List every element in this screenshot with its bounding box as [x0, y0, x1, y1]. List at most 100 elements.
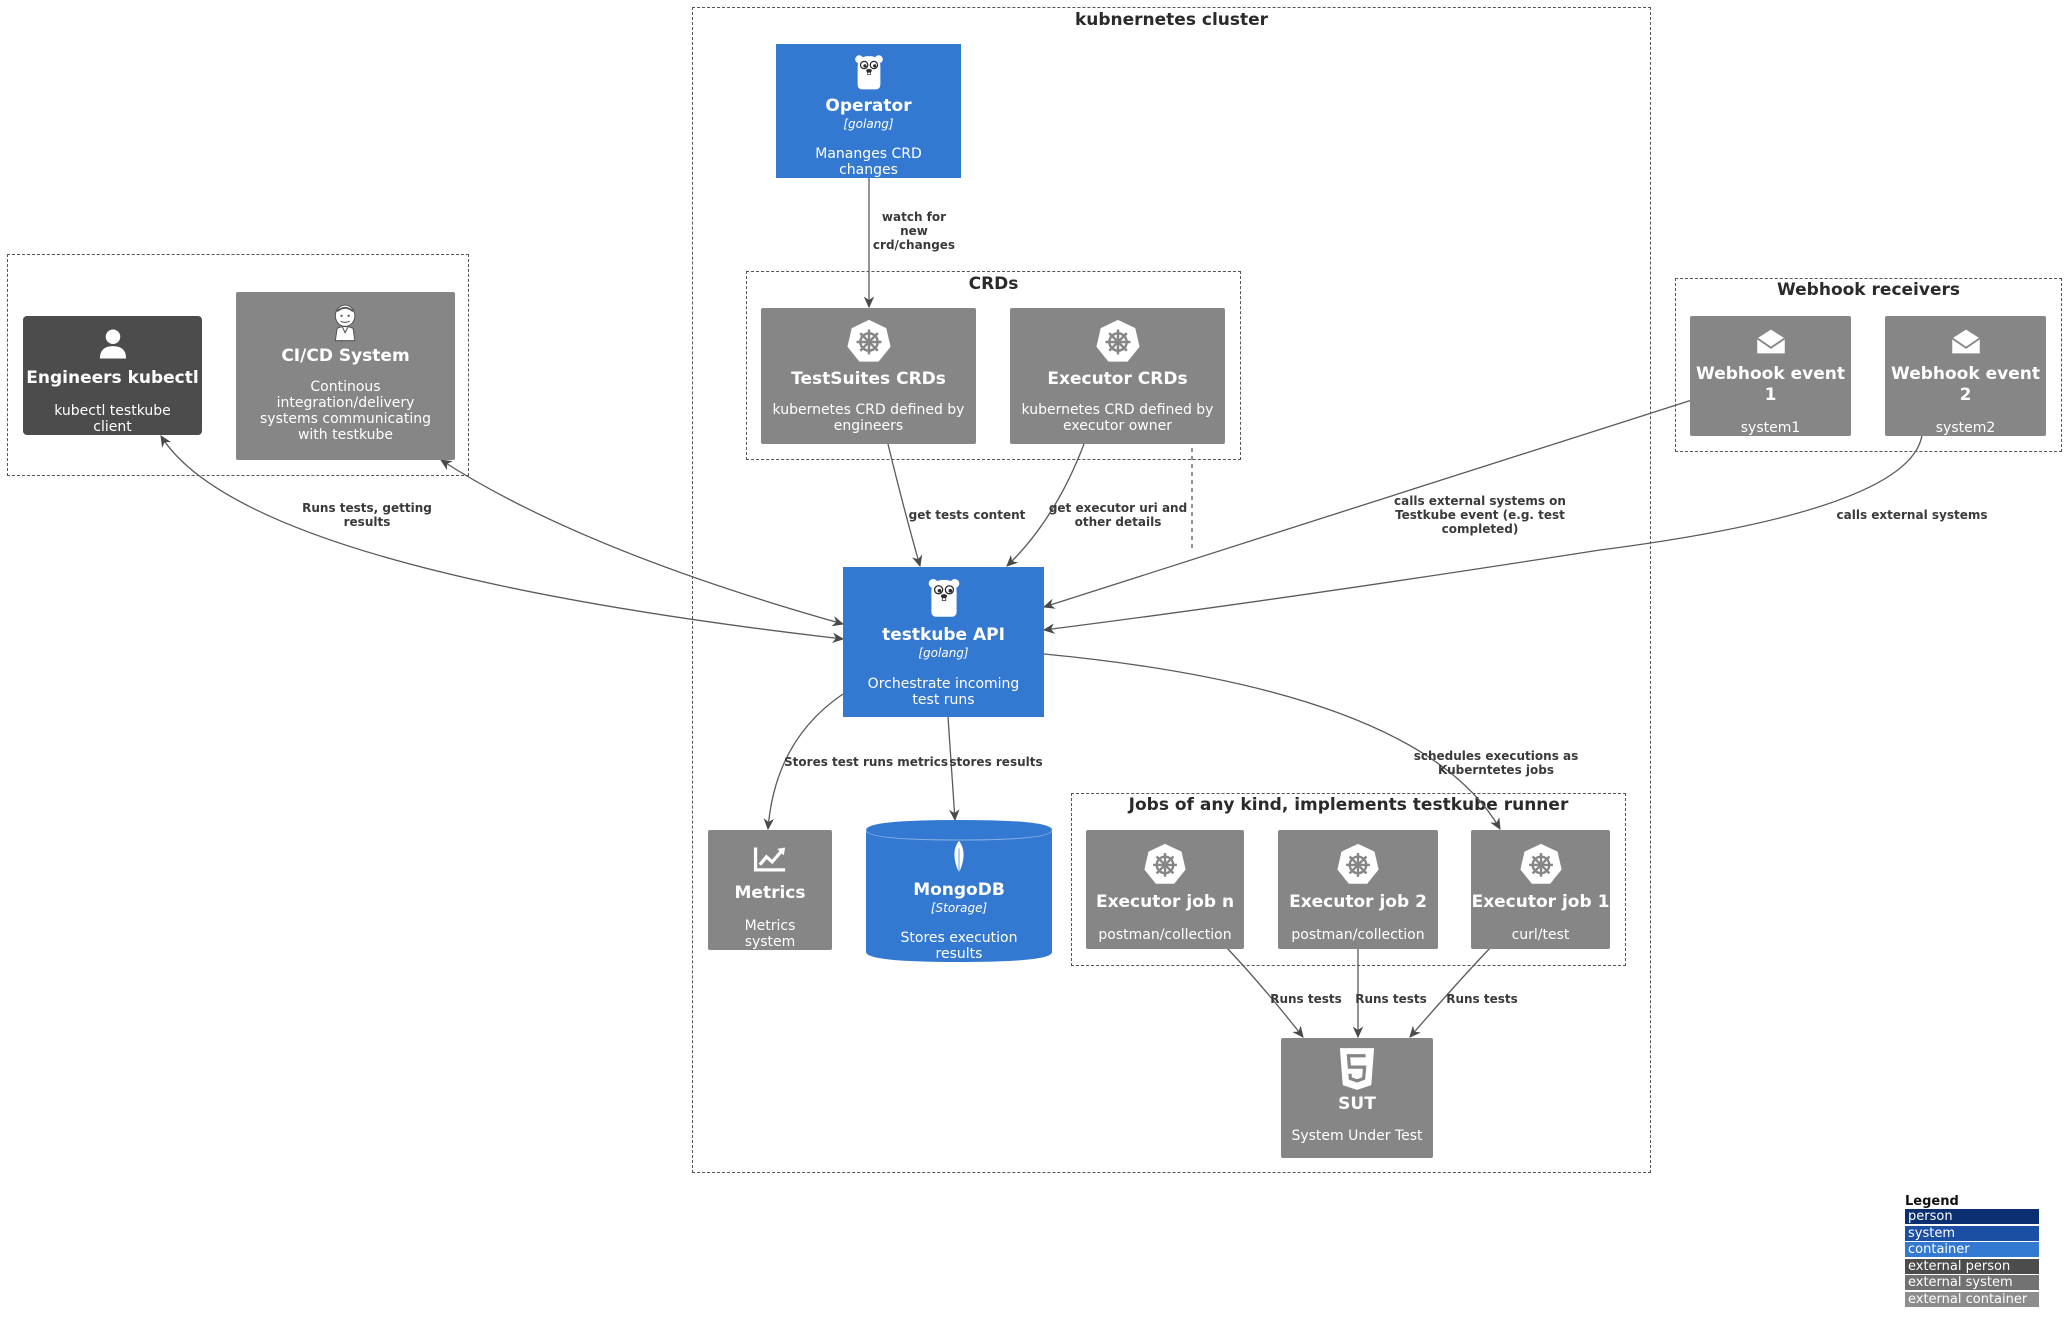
- operator-container[interactable]: Operator [golang] Mananges CRD changes: [776, 44, 961, 178]
- engineers-desc: kubectl testkube client: [54, 403, 171, 435]
- label-schedules: schedules executions as Kuberntetes jobs: [1413, 749, 1579, 777]
- api-name: testkube API: [882, 625, 1005, 645]
- webhook1-name: Webhook event 1: [1696, 364, 1845, 405]
- jenkins-icon: [330, 301, 362, 343]
- sut-name: SUT: [1338, 1094, 1376, 1114]
- testsuites-crds-container[interactable]: TestSuites CRDs kubernetes CRD defined b…: [761, 308, 976, 444]
- mongodb-database[interactable]: MongoDB [Storage] Stores execution resul…: [866, 820, 1052, 962]
- webhook1-desc: system1: [1740, 420, 1801, 436]
- mongodb-name: MongoDB: [913, 880, 1005, 900]
- mongodb-leaf-icon: [948, 840, 970, 874]
- legend-item-container: container: [1905, 1242, 2039, 1257]
- edge-get-tests: [887, 443, 923, 568]
- edge-webhook1: [1042, 399, 1693, 609]
- operator-name: Operator: [825, 96, 912, 116]
- jobs-boundary: Jobs of any kind, implements testkube ru…: [1071, 793, 1626, 966]
- label-calls-external-2: calls external systems: [1836, 508, 1988, 522]
- sut-desc: System Under Test: [1291, 1128, 1423, 1144]
- engineers-name: Engineers kubectl: [26, 368, 199, 388]
- job-1-name: Executor job 1: [1471, 892, 1610, 912]
- testsuites-crds-name: TestSuites CRDs: [791, 369, 946, 389]
- legend-item-system: system: [1905, 1225, 2039, 1241]
- edge-get-executor: [1006, 443, 1085, 567]
- webhook-receivers-label: Webhook receivers: [1777, 280, 1960, 300]
- testsuites-crds-desc: kubernetes CRD defined by engineers: [772, 402, 965, 434]
- edge-runs-1: [1409, 947, 1491, 1038]
- label-runs-n: Runs tests: [1270, 992, 1342, 1006]
- executor-job-1-container[interactable]: Executor job 1 curl/test: [1471, 830, 1610, 949]
- executor-crds-container[interactable]: Executor CRDs kubernetes CRD defined by …: [1010, 308, 1225, 444]
- job-2-name: Executor job 2: [1289, 892, 1427, 912]
- webhook2-desc: system2: [1935, 420, 1996, 436]
- legend-item-external-container: external container: [1905, 1291, 2039, 1307]
- executor-job-2-container[interactable]: Executor job 2 postman/collection: [1278, 830, 1438, 949]
- edge-engineers: [160, 435, 845, 644]
- api-tech: [golang]: [918, 646, 969, 660]
- jobs-label: Jobs of any kind, implements testkube ru…: [1128, 795, 1569, 815]
- html5-icon: [1338, 1047, 1376, 1091]
- label-get-tests: get tests content: [908, 508, 1026, 522]
- label-calls-external-1: calls external systems on Testkube event…: [1394, 494, 1566, 536]
- kubernetes-cluster-label: kubnernetes cluster: [1074, 10, 1269, 30]
- webhook-receivers-boundary: Webhook receivers: [1675, 278, 2062, 452]
- edge-cicd: [440, 459, 845, 627]
- kubernetes-icon: [1095, 318, 1141, 364]
- legend-title: Legend: [1905, 1194, 1959, 1209]
- webhook-event-2-container[interactable]: Webhook event 2 system2: [1885, 316, 2046, 436]
- kubernetes-icon: [846, 318, 892, 364]
- metrics-container[interactable]: Metrics Metrics system: [708, 830, 832, 950]
- envelope-icon: [1944, 329, 1988, 354]
- label-get-executor: get executor uri and other details: [1048, 501, 1188, 529]
- cicd-system-container[interactable]: CI/CD System Continous integration/deliv…: [236, 292, 455, 460]
- kubernetes-icon: [1336, 842, 1380, 886]
- label-runs-2: Runs tests: [1355, 992, 1427, 1006]
- database-cylinder: [866, 820, 1052, 962]
- executor-crds-desc: kubernetes CRD defined by executor owner: [1021, 402, 1214, 434]
- operator-tech: [golang]: [843, 117, 894, 131]
- label-runs-1: Runs tests: [1446, 992, 1518, 1006]
- legend-item-external-person: external person: [1905, 1258, 2039, 1274]
- label-stores: stores results: [949, 755, 1043, 769]
- edge-webhook2: [1042, 434, 1923, 634]
- executor-crds-name: Executor CRDs: [1047, 369, 1188, 389]
- envelope-icon: [1749, 329, 1793, 354]
- edge-runs-n: [1226, 947, 1304, 1038]
- crds-label: CRDs: [968, 274, 1019, 294]
- kubernetes-icon: [1143, 842, 1187, 886]
- label-runs-tests-getting: Runs tests, getting results: [302, 501, 432, 529]
- label-watch: watch for new crd/changes: [872, 210, 956, 252]
- job-2-desc: postman/collection: [1291, 927, 1425, 943]
- crds-boundary: CRDs: [746, 271, 1241, 460]
- edge-stores: [947, 716, 960, 822]
- cicd-desc: Continous integration/delivery systems c…: [260, 379, 431, 443]
- legend-item-external-system: external system: [1905, 1275, 2039, 1290]
- webhook2-name: Webhook event 2: [1891, 364, 2040, 405]
- job-n-desc: postman/collection: [1098, 927, 1232, 943]
- api-desc: Orchestrate incoming test runs: [867, 676, 1020, 708]
- mongodb-tech: [Storage]: [930, 901, 988, 915]
- sut-container[interactable]: SUT System Under Test: [1281, 1038, 1433, 1158]
- mongodb-desc: Stores execution results: [900, 930, 1018, 962]
- legend-item-person: person: [1905, 1209, 2039, 1224]
- job-n-name: Executor job n: [1095, 892, 1235, 912]
- operator-desc: Mananges CRD changes: [815, 146, 922, 178]
- gopher-icon: [926, 575, 962, 619]
- cicd-name: CI/CD System: [281, 346, 410, 366]
- job-1-desc: curl/test: [1511, 927, 1570, 943]
- metrics-desc: Metrics system: [744, 918, 796, 950]
- testkube-api-container[interactable]: testkube API [golang] Orchestrate incomi…: [843, 567, 1044, 717]
- edge-metrics: [763, 693, 844, 831]
- label-metrics: Stores test runs metrics: [784, 755, 948, 769]
- engineers-kubectl-person[interactable]: Engineers kubectl kubectl testkube clien…: [23, 316, 202, 435]
- person-icon: [94, 328, 132, 360]
- metrics-name: Metrics: [734, 883, 806, 903]
- chart-line-icon: [748, 846, 792, 872]
- gopher-icon: [851, 52, 887, 91]
- webhook-event-1-container[interactable]: Webhook event 1 system1: [1690, 316, 1851, 436]
- executor-job-n-container[interactable]: Executor job n postman/collection: [1086, 830, 1244, 949]
- kubernetes-icon: [1519, 842, 1563, 886]
- edge-schedules: [1043, 653, 1501, 831]
